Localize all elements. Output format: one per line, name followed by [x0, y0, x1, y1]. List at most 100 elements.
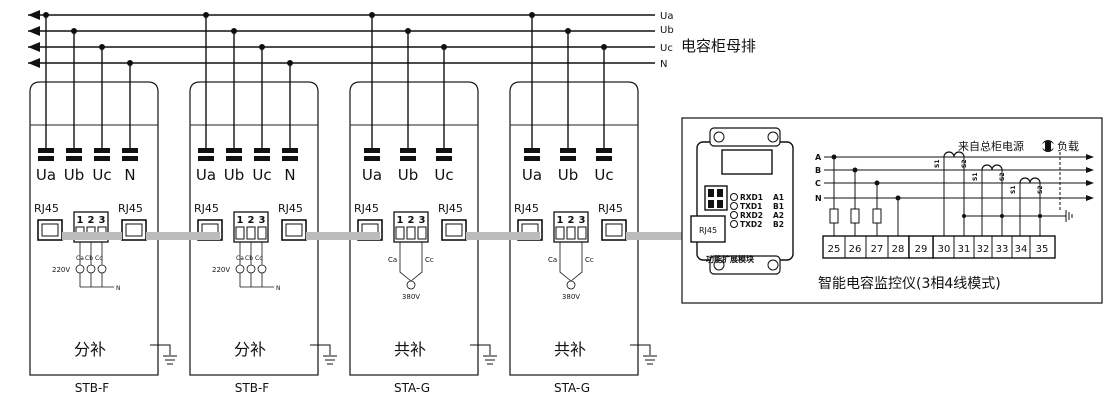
source-label: 来自总柜电源	[958, 139, 1024, 153]
phase-letter: N	[815, 194, 822, 203]
strip-screw	[406, 226, 416, 240]
fuse-icon	[872, 208, 882, 224]
strip-number: 1	[77, 215, 84, 226]
strip-number: 3	[419, 215, 426, 226]
terminal-block	[596, 148, 612, 153]
extension-module: RJ45 RXD1 A1 TXD1 B1 RXD2 A2 TXD2 B2 功能扩…	[690, 127, 794, 275]
junction-dot	[529, 12, 535, 18]
terminal-block	[560, 148, 576, 153]
lamp-icon	[97, 264, 107, 274]
port-name: RXD2	[740, 211, 763, 220]
terminal-label: Uc	[252, 166, 271, 184]
junction-dot	[231, 28, 237, 34]
terminal-number: 26	[849, 244, 862, 255]
terminal-block	[38, 156, 54, 161]
strip-screw	[577, 226, 587, 240]
terminal-label: Uc	[434, 166, 453, 184]
rj45-label: RJ45	[598, 202, 623, 215]
terminal-block	[94, 156, 110, 161]
model-label: STA-G	[554, 381, 590, 395]
model-label: STB-F	[235, 381, 270, 395]
port-pin: B2	[773, 220, 784, 229]
voltage-label: 220V	[212, 266, 230, 274]
terminal-block	[400, 148, 416, 153]
port-pin: B1	[773, 202, 784, 211]
terminal-label: Ua	[362, 166, 382, 184]
chip-outline	[721, 149, 773, 175]
terminal-block	[524, 148, 540, 153]
terminal-number: 33	[996, 244, 1009, 255]
rj45-label: RJ45	[34, 202, 59, 215]
capacitor-module-1: Ua Ub Uc N RJ45 RJ45 1 2 3 Ca Cb Cc 220V	[29, 12, 177, 395]
terminal-number: 28	[892, 244, 905, 255]
strip-screw	[246, 226, 256, 240]
rj45-port-icon	[441, 219, 467, 241]
arrow-head-icon	[28, 58, 40, 68]
busbar-label-ub: Ub	[660, 25, 674, 36]
strip-screw	[566, 226, 576, 240]
terminal-number: 27	[871, 244, 884, 255]
module-type-label: 共补	[554, 340, 586, 359]
junction-dot	[127, 60, 133, 66]
junction-dot	[441, 44, 447, 50]
port-pin: A1	[773, 193, 784, 202]
terminal-block	[400, 156, 416, 161]
lamp-icon	[75, 264, 85, 274]
ground-icon	[310, 344, 337, 365]
strip-screw	[417, 226, 427, 240]
strip-number: 1	[237, 215, 244, 226]
phase-tag: Cc	[255, 255, 263, 262]
arrow-head-icon	[1086, 180, 1094, 186]
arrow-head-icon	[28, 10, 40, 20]
terminal-number: 32	[977, 244, 990, 255]
terminal-block	[364, 148, 380, 153]
load-label: 负载	[1057, 139, 1079, 153]
ct-label: S1	[934, 160, 941, 169]
strip-screw	[257, 226, 267, 240]
wire	[570, 266, 583, 282]
arrow-head-icon	[1086, 167, 1094, 173]
busbar: Ua Ub Uc N 电容柜母排	[28, 10, 756, 70]
terminal-block	[94, 148, 110, 153]
module-type-label: 分补	[234, 340, 266, 359]
lamp-icon	[246, 264, 256, 274]
voltage-label: 220V	[52, 266, 70, 274]
port-pin: A2	[773, 211, 784, 220]
rj45-label: RJ45	[699, 226, 717, 235]
strip-screw	[235, 226, 245, 240]
terminal-block	[524, 156, 540, 161]
terminal-label: Uc	[92, 166, 111, 184]
extension-module-label: 功能扩展模块	[706, 254, 755, 264]
wire	[559, 266, 572, 282]
led-icon	[730, 211, 738, 219]
phase-tag: Ca	[236, 255, 244, 262]
strip-number: 1	[557, 215, 564, 226]
junction-dot	[43, 12, 49, 18]
module-type-label: 分补	[74, 340, 106, 359]
terminal-label: N	[124, 166, 135, 184]
terminal-block	[226, 156, 242, 161]
led-icon	[730, 220, 738, 228]
lamp-icon	[235, 264, 245, 274]
terminal-block	[66, 148, 82, 153]
terminal-block	[226, 148, 242, 153]
terminal-number: 31	[958, 244, 971, 255]
controller-title: 智能电容监控仪(3相4线模式)	[818, 275, 1001, 292]
junction-dot	[71, 28, 77, 34]
rj45-port-icon	[690, 215, 726, 243]
busbar-label-n: N	[660, 59, 667, 70]
strip-number: 2	[248, 215, 255, 226]
junction-dot	[259, 44, 265, 50]
lamp-icon	[566, 280, 576, 290]
terminal-number: 30	[938, 244, 951, 255]
junction-dot	[405, 28, 411, 34]
junction-dot	[565, 28, 571, 34]
fuse-icon	[850, 208, 860, 224]
terminal-label: Ua	[522, 166, 542, 184]
phase-tag: Cc	[425, 256, 434, 264]
terminal-block	[38, 148, 54, 153]
phase-tag: Cc	[585, 256, 594, 264]
terminal-block	[254, 156, 270, 161]
strip-number: 2	[568, 215, 575, 226]
phase-letter: B	[815, 166, 821, 175]
